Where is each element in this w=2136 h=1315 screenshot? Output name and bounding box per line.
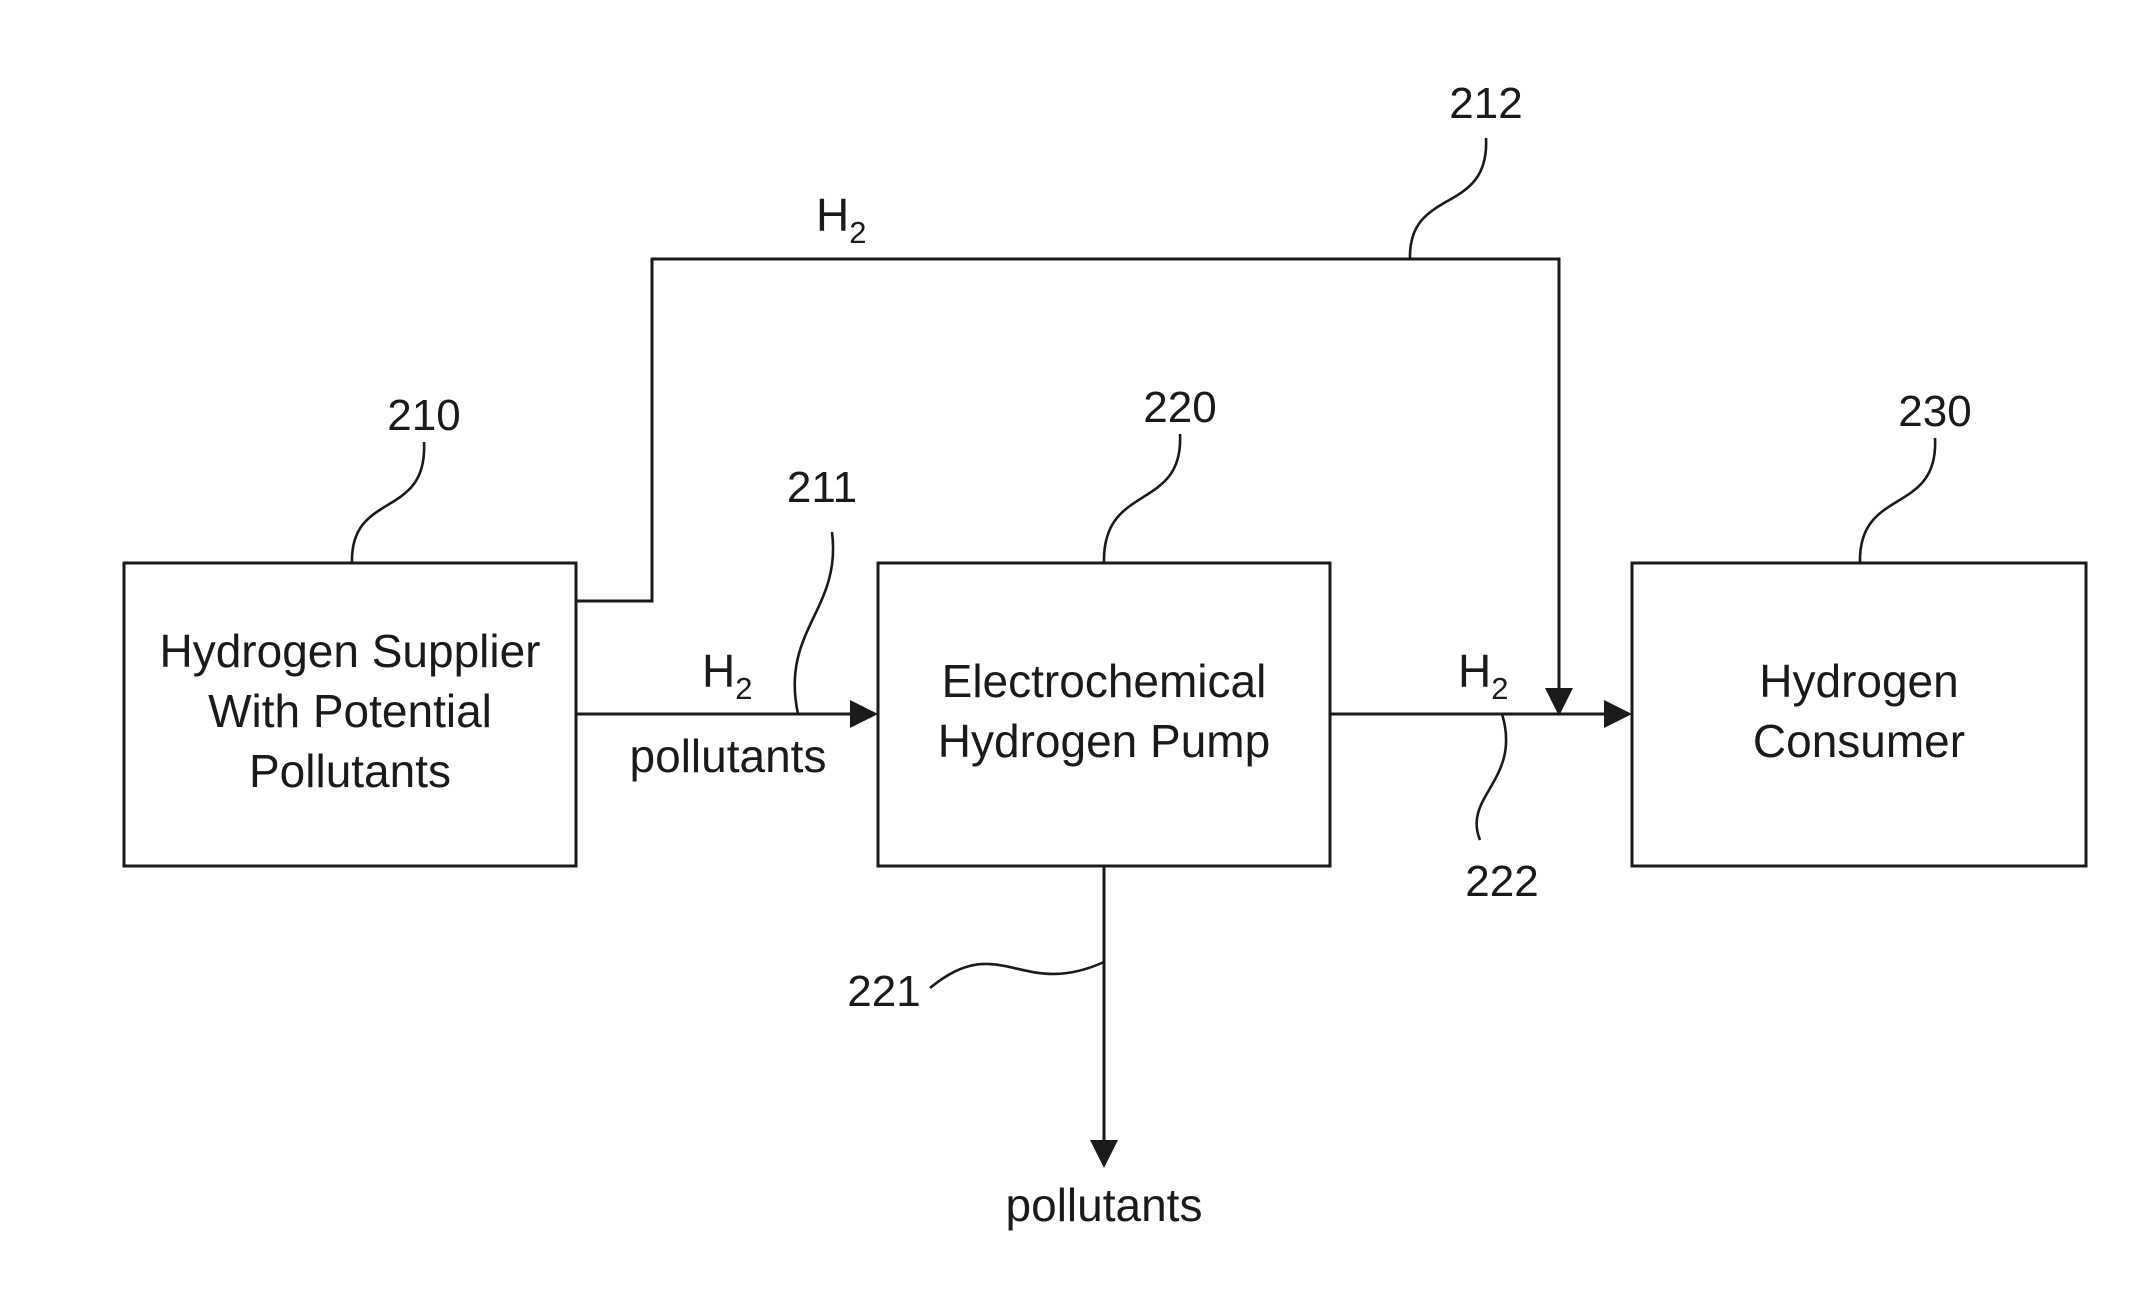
exhaust-arrowhead (1090, 1140, 1118, 1168)
feed-pollutants-label: pollutants (630, 730, 827, 782)
feed-leader-line (795, 532, 833, 714)
product-arrowhead (1604, 700, 1632, 728)
pump-label-line-2: Hydrogen Pump (938, 715, 1270, 767)
consumer-ref-numeral: 230 (1898, 387, 1971, 436)
hydrogen-supplier-block: Hydrogen Supplier With Potential Polluta… (124, 563, 576, 866)
product-ref-numeral: 222 (1465, 857, 1538, 906)
supplier-ref-numeral: 210 (387, 391, 460, 440)
bypass-arrowhead (1545, 688, 1573, 716)
product-stream: H2 222 (1330, 645, 1632, 906)
supplier-label-line-2: With Potential (208, 685, 492, 737)
exhaust-pollutants-label: pollutants (1006, 1179, 1203, 1231)
pump-leader-line (1104, 434, 1180, 563)
exhaust-leader-line (930, 962, 1104, 988)
product-leader-line (1477, 714, 1507, 840)
feed-arrowhead (850, 700, 878, 728)
feed-stream: H2 pollutants 211 (576, 463, 878, 782)
pump-label-line-1: Electrochemical (942, 655, 1267, 707)
electrochemical-hydrogen-pump-block: Electrochemical Hydrogen Pump (878, 563, 1330, 866)
supplier-leader-line (352, 442, 424, 563)
consumer-label-line-2: Consumer (1753, 715, 1965, 767)
bypass-leader-line (1410, 138, 1486, 259)
pump-ref-numeral: 220 (1143, 383, 1216, 432)
feed-ref-numeral: 211 (787, 463, 857, 512)
bypass-species-label: H2 (816, 189, 866, 250)
bypass-ref-numeral: 212 (1449, 79, 1522, 128)
product-species-label: H2 (1458, 645, 1508, 706)
supplier-label-line-1: Hydrogen Supplier (159, 625, 540, 677)
supplier-label-line-3: Pollutants (249, 745, 451, 797)
exhaust-ref-numeral: 221 (847, 967, 920, 1016)
exhaust-stream: pollutants 221 (847, 866, 1202, 1231)
consumer-label-line-1: Hydrogen (1759, 655, 1958, 707)
consumer-leader-line (1860, 438, 1935, 563)
hydrogen-consumer-block: Hydrogen Consumer (1632, 563, 2086, 866)
feed-species-label: H2 (702, 645, 752, 706)
